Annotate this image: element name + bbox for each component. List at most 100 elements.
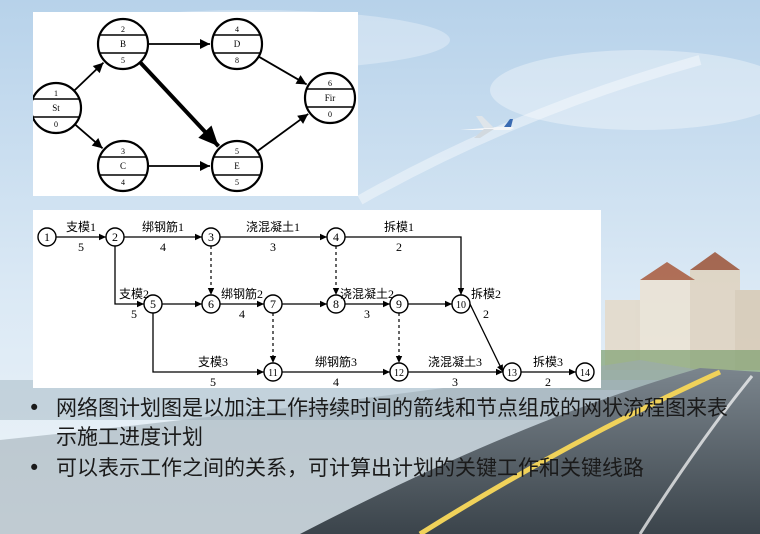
activity-duration: 4: [239, 307, 245, 321]
arrow-head: [137, 300, 144, 308]
arrow-head: [99, 233, 106, 241]
arrow-head: [496, 368, 503, 376]
node-circle: [575, 362, 595, 382]
activity-duration: 2: [545, 375, 551, 388]
arrow-head: [569, 368, 576, 376]
arrow-head: [207, 288, 215, 295]
node-circle: [263, 294, 283, 314]
activity-label: 拆模2: [471, 286, 501, 301]
node-top-value: 1: [54, 89, 58, 98]
node-label: C: [120, 161, 126, 171]
bullet-list: • 网络图计划图是以加注工作持续时间的箭线和节点组成的网状流程图来表示施工进度计…: [28, 394, 748, 485]
arrow-head: [445, 300, 452, 308]
node-circle: [37, 227, 57, 247]
bullet-symbol: •: [28, 456, 41, 480]
activity-duration: 3: [364, 307, 370, 321]
activity-duration: 5: [78, 240, 84, 254]
arrow-head: [297, 113, 309, 124]
arrow-head: [91, 138, 103, 149]
activity-label: 绑钢筋2: [221, 286, 263, 301]
node-bottom-value: 8: [235, 56, 239, 65]
activity-arrow: [152, 313, 264, 373]
activity-duration: 5: [131, 307, 137, 321]
node-bottom-value: 5: [121, 56, 125, 65]
node-label: B: [120, 39, 126, 49]
bullet-text: 可以表示工作之间的关系，可计算出计划的关键工作和关键线路: [56, 456, 644, 480]
activity-duration: 2: [483, 307, 489, 321]
arrow-head: [198, 125, 219, 147]
node-circle: [201, 227, 221, 247]
node-circle: [326, 227, 346, 247]
arrow-head: [195, 300, 202, 308]
node-circle: [96, 17, 150, 71]
arrow-head: [92, 62, 104, 74]
arrow-head: [320, 233, 327, 241]
activity-label: 支模1: [66, 220, 96, 234]
node-number: 13: [507, 368, 517, 379]
node-circle: [143, 294, 163, 314]
bullet-item: • 网络图计划图是以加注工作持续时间的箭线和节点组成的网状流程图来表示施工进度计…: [28, 394, 748, 452]
arrow-head: [295, 75, 307, 85]
node-circle: [389, 362, 409, 382]
arrow-head: [457, 288, 465, 295]
activity-duration: 2: [396, 240, 402, 254]
activity-label: 支模3: [198, 355, 228, 369]
node-number: 7: [270, 297, 276, 311]
activity-label: 绑钢筋1: [142, 219, 184, 234]
activity-duration: 4: [333, 375, 339, 388]
arrow-head: [383, 300, 390, 308]
node-number: 10: [456, 300, 466, 311]
node-circle: [210, 17, 264, 71]
node-circle: [105, 227, 125, 247]
activity-duration: 3: [270, 240, 276, 254]
node-circle: [451, 294, 471, 314]
node-number: 14: [580, 368, 590, 379]
arrow-head: [200, 161, 210, 171]
activity-arrow: [345, 236, 462, 295]
node-circle: [502, 362, 522, 382]
activity-label: 拆模1: [384, 219, 414, 234]
node-circle: [303, 71, 357, 125]
arrow-head: [195, 233, 202, 241]
node-top-value: 6: [328, 79, 332, 88]
activity-label: 绑钢筋3: [315, 354, 357, 369]
node-circle: [201, 294, 221, 314]
activity-arrow: [114, 246, 144, 305]
activity-label: 浇混凝土2: [340, 286, 394, 301]
activity-label: 支模2: [119, 287, 149, 301]
node-number: 12: [394, 368, 404, 379]
node-circle: [210, 139, 264, 193]
node-bottom-value: 5: [235, 178, 239, 187]
activity-label: 浇混凝土3: [428, 354, 482, 369]
node-bottom-value: 0: [328, 110, 332, 119]
node-number: 3: [208, 230, 214, 244]
node-circle: [96, 139, 150, 193]
arrow-head: [320, 300, 327, 308]
node-number: 11: [268, 368, 278, 379]
node-number: 8: [333, 297, 339, 311]
node-number: 4: [333, 230, 339, 244]
node-number: 9: [396, 297, 402, 311]
arrow-head: [200, 39, 210, 49]
node-top-value: 5: [235, 147, 239, 156]
activity-label: 浇混凝土1: [246, 219, 300, 234]
node-label: St: [52, 103, 60, 113]
node-circle: [263, 362, 283, 382]
activity-duration: 5: [210, 375, 216, 388]
arrow-head: [497, 364, 503, 372]
node-top-value: 2: [121, 25, 125, 34]
node-label: Fir: [325, 93, 336, 103]
node-bottom-value: 4: [121, 178, 125, 187]
arrow-head: [395, 356, 403, 363]
node-label: E: [234, 161, 240, 171]
bullet-text: 网络图计划图是以加注工作持续时间的箭线和节点组成的网状流程图来表示施工进度计划: [56, 396, 728, 449]
node-top-value: 4: [235, 25, 239, 34]
node-circle: [326, 294, 346, 314]
node-number: 6: [208, 297, 214, 311]
node-label: D: [234, 39, 241, 49]
arrow-head: [383, 368, 390, 376]
arrow-head: [257, 300, 264, 308]
arrow-head: [332, 288, 340, 295]
